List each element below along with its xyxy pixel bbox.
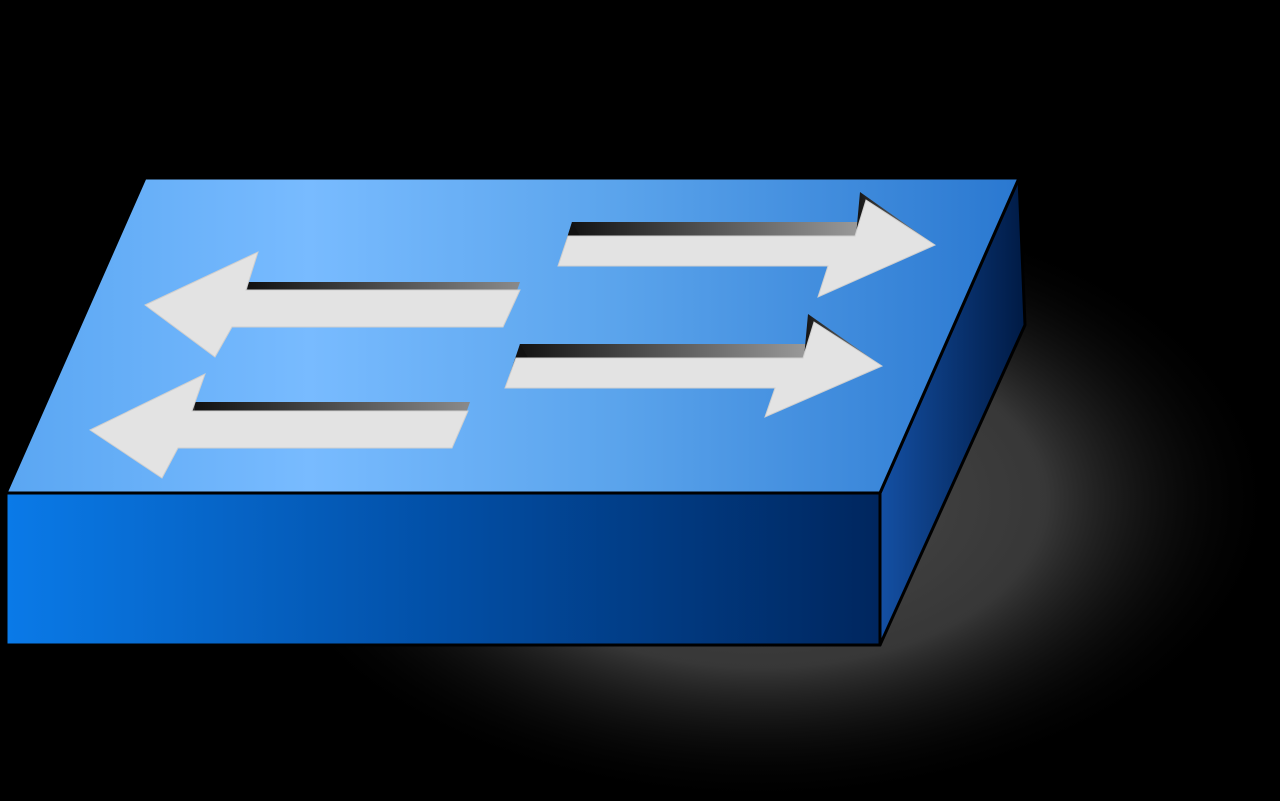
arrow-left-icon xyxy=(88,373,470,479)
switch-front-face xyxy=(4,491,882,647)
arrow-right-icon xyxy=(557,192,937,298)
arrow-right-icon xyxy=(504,314,884,418)
arrow-left-icon xyxy=(144,251,521,358)
